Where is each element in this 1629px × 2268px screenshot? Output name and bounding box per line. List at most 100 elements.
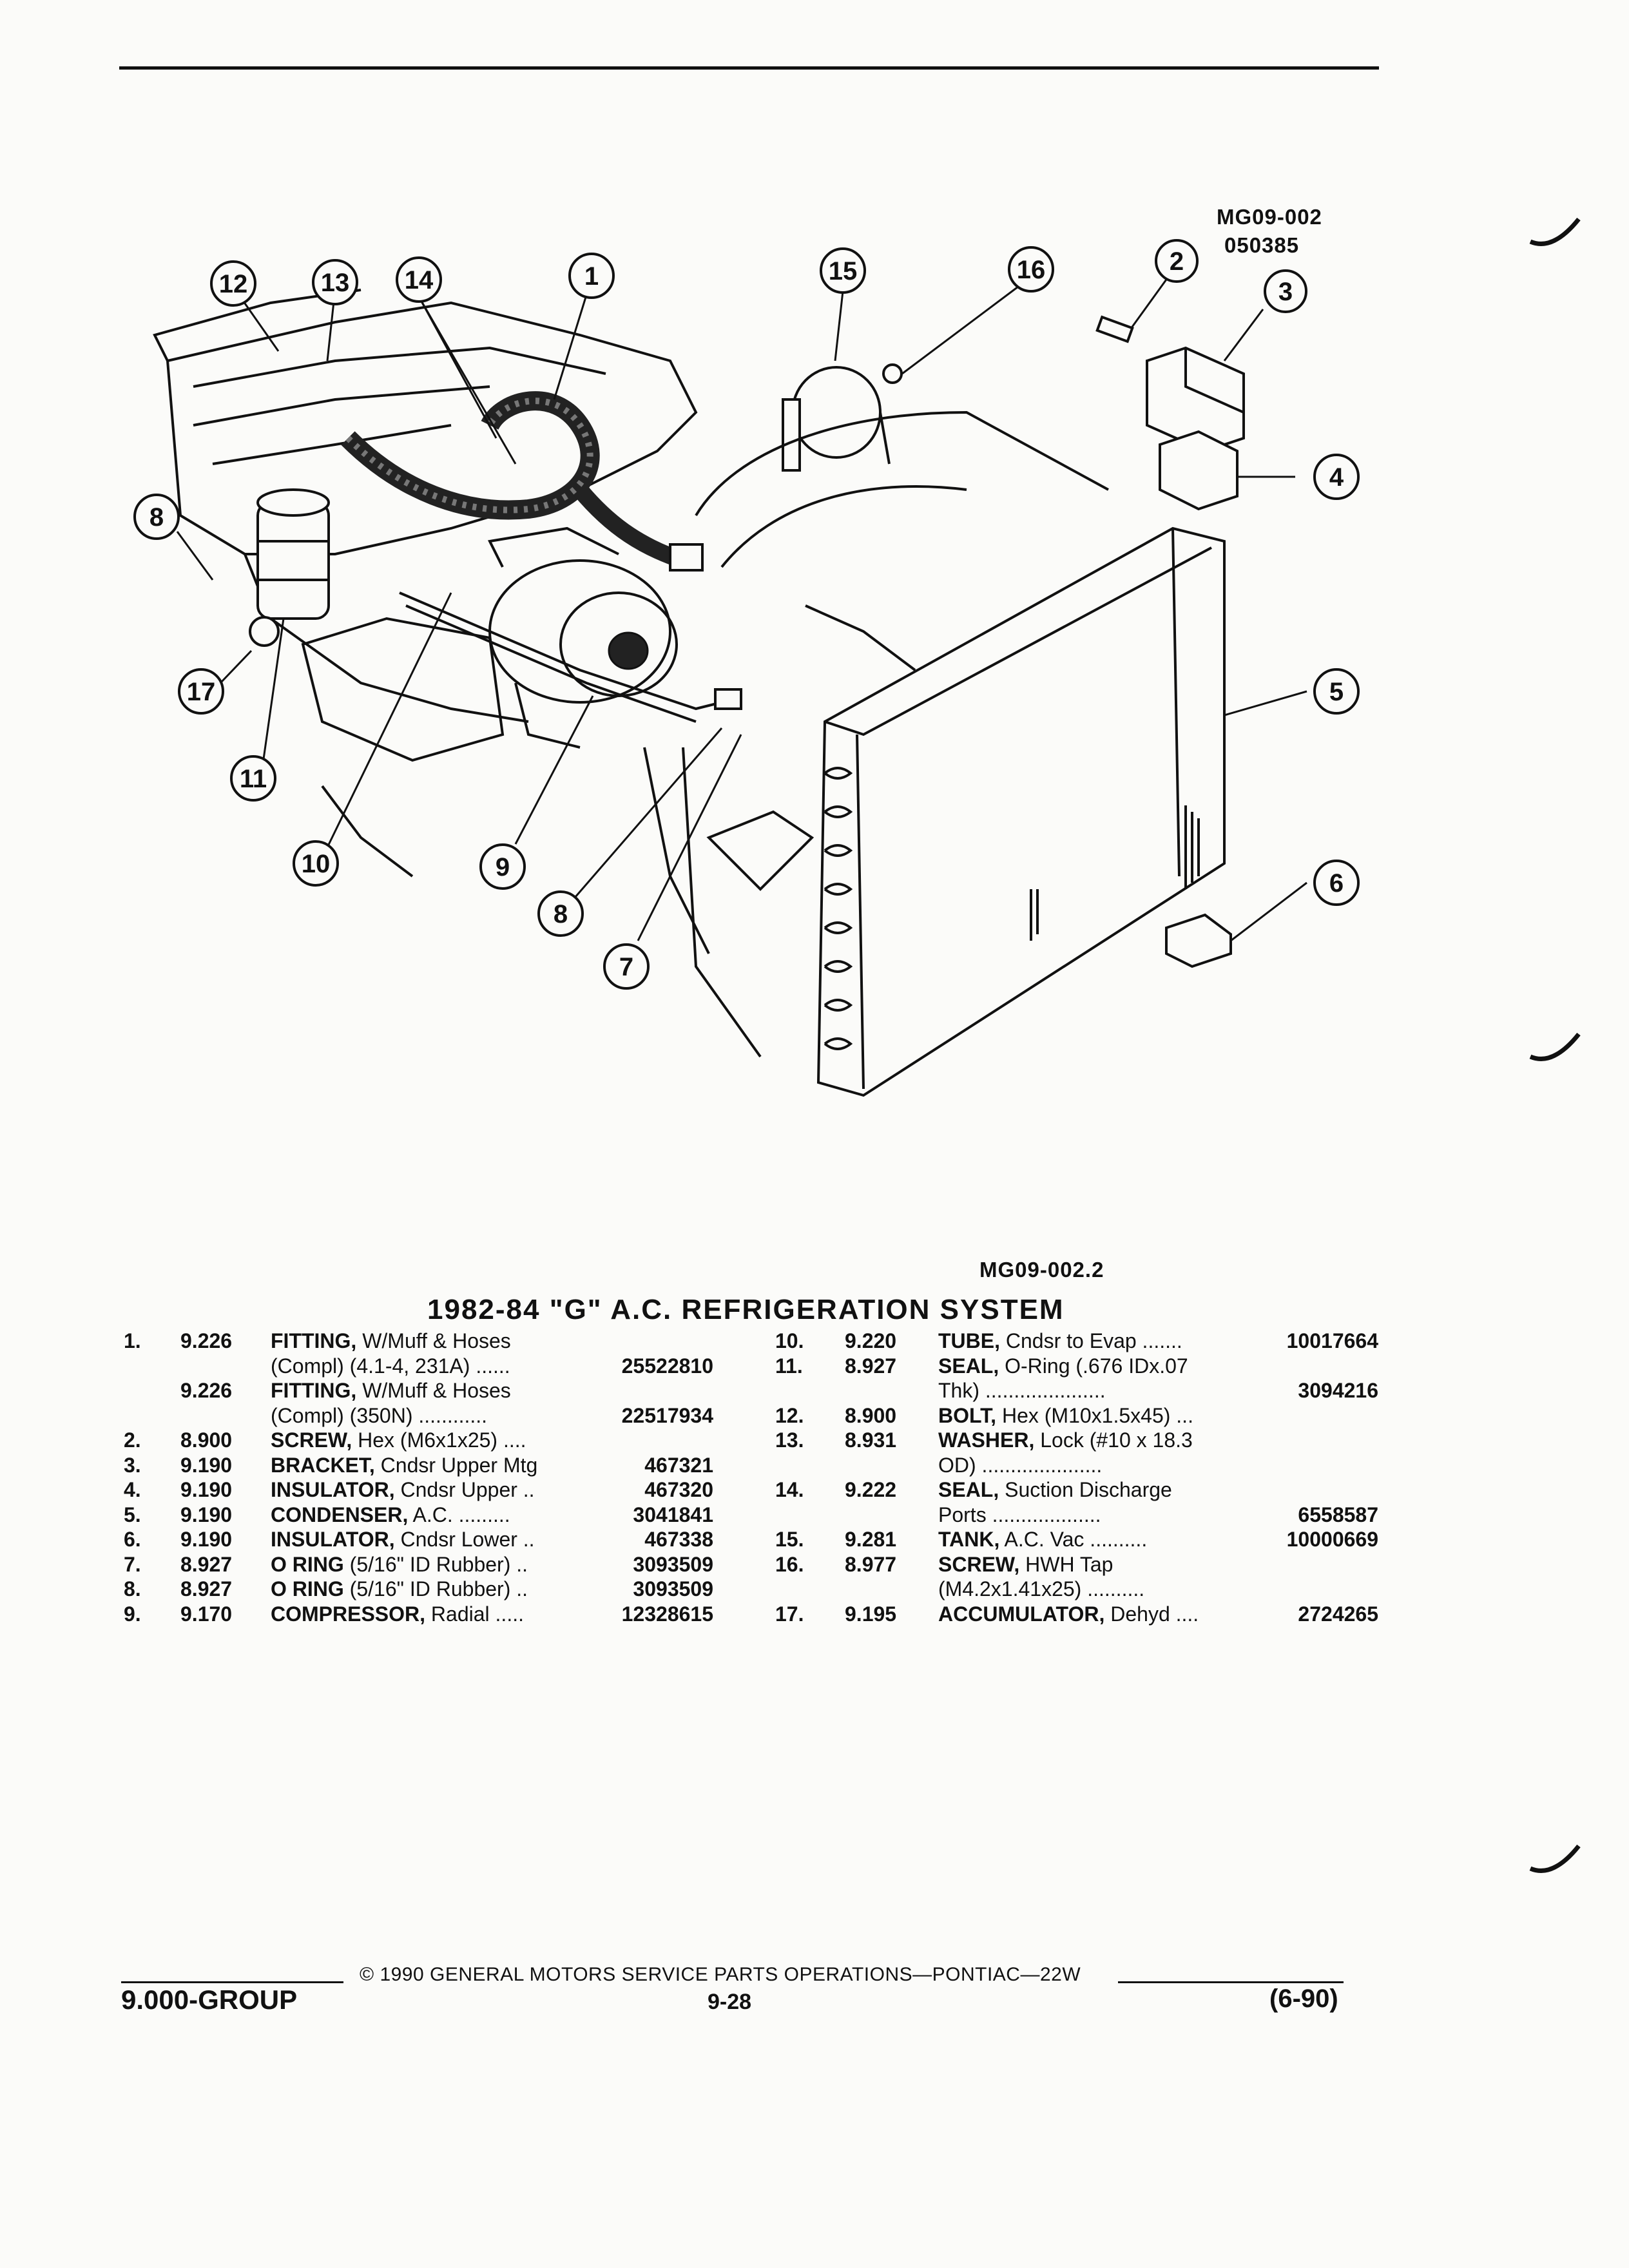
figure-id-bottom: MG09-002.2	[979, 1258, 1104, 1282]
part-name: CONDENSER,	[271, 1503, 409, 1526]
callout-10: 10	[293, 840, 339, 887]
part-detail: Dehyd ....	[1104, 1602, 1199, 1626]
leader-lines	[176, 270, 1307, 942]
engine-block	[153, 289, 698, 878]
part-name: BOLT,	[938, 1403, 997, 1427]
callout-8-bottom: 8	[537, 890, 584, 937]
part-description: OD) .....................	[938, 1453, 1102, 1478]
item-number: 16.	[775, 1552, 804, 1576]
part-number: 12328615	[621, 1602, 713, 1626]
part-description: SEAL, Suction Discharge	[938, 1477, 1172, 1503]
part-detail: Cndsr to Evap .......	[1000, 1329, 1182, 1352]
item-number: 4.	[124, 1478, 141, 1501]
condenser-tube	[399, 591, 742, 723]
part-description: WASHER, Lock (#10 x 18.3	[938, 1428, 1193, 1453]
part-detail: (5/16" ID Rubber) ..	[343, 1552, 528, 1576]
item-number: 9.	[124, 1602, 141, 1626]
svg-text:15: 15	[829, 257, 858, 285]
svg-text:8: 8	[554, 900, 568, 928]
group-code: 8.927	[180, 1552, 233, 1576]
part-number: 22517934	[621, 1403, 713, 1427]
part-name: TUBE,	[938, 1329, 1000, 1352]
part-name: SEAL,	[938, 1354, 999, 1378]
group-code: 9.195	[845, 1602, 897, 1626]
callout-1: 1	[568, 253, 615, 299]
part-name: INSULATOR,	[271, 1528, 395, 1551]
item-number: 3.	[124, 1453, 141, 1477]
group-code: 8.931	[845, 1428, 897, 1452]
group-code: 8.927	[180, 1577, 233, 1600]
part-detail: (M4.2x1.41x25) ..........	[938, 1577, 1145, 1600]
item-number: 8.	[124, 1577, 141, 1600]
group-code: 9.281	[845, 1528, 897, 1551]
group-code: 9.170	[180, 1602, 233, 1626]
part-detail: Suction Discharge	[999, 1478, 1172, 1501]
item-number: 1.	[124, 1329, 141, 1352]
top-rule	[119, 66, 1379, 70]
part-detail: (Compl) (350N) ............	[271, 1403, 488, 1427]
parts-row: OD) .....................	[775, 1453, 1378, 1478]
figure-id-top: MG09-002	[1217, 205, 1322, 229]
callout-14: 14	[396, 256, 442, 303]
part-description: O RING (5/16" ID Rubber) ..	[271, 1577, 528, 1602]
compressor	[488, 526, 678, 749]
part-name: O RING	[271, 1577, 344, 1600]
margin-mark-1	[1529, 217, 1581, 246]
part-detail: Hex (M10x1.5x45) ...	[996, 1403, 1193, 1427]
part-description: (Compl) (4.1-4, 231A) ......	[271, 1354, 510, 1379]
part-number: 467338	[644, 1528, 713, 1551]
part-name: TANK,	[938, 1528, 1000, 1551]
part-detail: (5/16" ID Rubber) ..	[343, 1577, 528, 1600]
group-code: 8.977	[845, 1552, 897, 1576]
group-code: 9.190	[180, 1478, 233, 1501]
part-detail: Ports ...................	[938, 1503, 1101, 1526]
part-detail: W/Muff & Hoses	[356, 1329, 511, 1352]
item-number: 5.	[124, 1503, 141, 1526]
part-name: SEAL,	[938, 1478, 999, 1501]
part-number: 467320	[644, 1478, 713, 1501]
svg-text:16: 16	[1017, 256, 1046, 284]
part-description: Ports ...................	[938, 1503, 1101, 1528]
part-description: Thk) .....................	[938, 1378, 1106, 1403]
callout-6: 6	[1313, 860, 1360, 906]
part-name: BRACKET,	[271, 1453, 375, 1477]
callout-16: 16	[1008, 246, 1054, 293]
callout-9: 9	[479, 843, 526, 890]
part-detail: HWH Tap	[1019, 1552, 1113, 1576]
part-number: 3041841	[633, 1503, 713, 1526]
part-detail: A.C. Vac ..........	[999, 1528, 1148, 1551]
parts-row: (M4.2x1.41x25) ..........	[775, 1577, 1378, 1602]
part-number: 10017664	[1286, 1329, 1378, 1352]
part-description: CONDENSER, A.C. .........	[271, 1503, 510, 1528]
part-detail: Cndsr Upper ..	[394, 1478, 535, 1501]
part-name: FITTING,	[271, 1379, 357, 1402]
footer-group: 9.000-GROUP	[121, 1984, 298, 2015]
group-code: 8.900	[845, 1403, 897, 1427]
callout-12: 12	[210, 260, 256, 307]
svg-text:2: 2	[1170, 247, 1184, 276]
callout-8-left: 8	[133, 494, 180, 540]
item-number: 11.	[775, 1354, 803, 1378]
part-detail: Cndsr Upper Mtg	[374, 1453, 538, 1477]
part-detail: Hex (M6x1x25) ....	[352, 1428, 526, 1452]
callout-circles: 12 13 14 1 15 16 2 3 4 5 6 8 17 11 10 9 …	[133, 239, 1360, 990]
part-description: O RING (5/16" ID Rubber) ..	[271, 1552, 528, 1577]
callout-7: 7	[603, 943, 650, 990]
page-title: 1982-84 "G" A.C. REFRIGERATION SYSTEM	[427, 1294, 1065, 1325]
part-description: SCREW, HWH Tap	[938, 1552, 1113, 1577]
part-number: 467321	[644, 1453, 713, 1477]
item-number: 17.	[775, 1602, 804, 1626]
svg-text:11: 11	[240, 765, 267, 793]
group-code: 9.220	[845, 1329, 897, 1352]
part-name: FITTING,	[271, 1329, 357, 1352]
part-description: INSULATOR, Cndsr Upper ..	[271, 1477, 535, 1503]
